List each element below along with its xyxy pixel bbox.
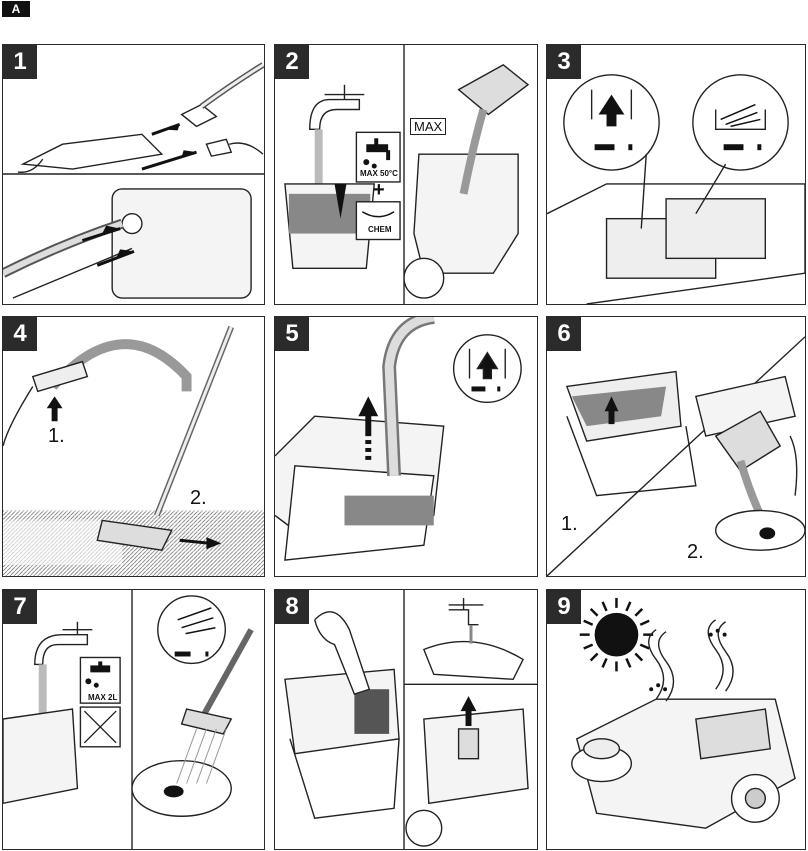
panel-4-spray-and-vacuum: 4 1. 2. <box>2 316 265 577</box>
panel-8-clean-filter: 8 <box>274 589 538 850</box>
figure-label: A <box>2 1 30 17</box>
max-volume-label: MAX 2L <box>88 693 117 702</box>
step-number: 6 <box>547 317 581 351</box>
step-2-label: 2. <box>190 487 207 510</box>
step-number: 8 <box>275 590 309 624</box>
switch-panel-illustration <box>547 45 805 304</box>
hose-connection-illustration <box>3 45 264 304</box>
panel-2-fill-water: 2 MAX 50°C <box>274 44 538 305</box>
step-number: 1 <box>3 45 37 79</box>
water-temperature-label: MAX 50°C <box>360 169 398 178</box>
panel-7-rinse: 7 MAX 2L <box>2 589 265 850</box>
step-number: 3 <box>547 45 581 79</box>
rinse-illustration <box>3 590 264 849</box>
panel-5-remove-hose: 5 <box>274 316 538 577</box>
step-1-label: 1. <box>48 425 65 448</box>
detergent-label: CHEM <box>368 225 392 234</box>
fill-tank-illustration <box>275 45 537 304</box>
step-number: 4 <box>3 317 37 351</box>
step-1-label: 1. <box>561 513 578 536</box>
panel-9-dry: 9 <box>546 589 806 850</box>
drying-illustration <box>547 590 805 849</box>
step-number: 2 <box>275 45 309 79</box>
spray-nozzle-illustration <box>3 317 264 576</box>
step-2-label: 2. <box>687 541 704 564</box>
plus-sign: + <box>373 179 385 202</box>
sun-icon <box>580 598 653 671</box>
empty-dirty-water-illustration <box>547 317 805 576</box>
panel-1-connect-hose: 1 <box>2 44 265 305</box>
filter-cleaning-illustration <box>275 590 537 849</box>
step-number: 7 <box>3 590 37 624</box>
step-number: 9 <box>547 590 581 624</box>
panel-6-empty-tank: 6 1. 2. <box>546 316 806 577</box>
step-number: 5 <box>275 317 309 351</box>
hose-removal-illustration <box>275 317 537 576</box>
max-level-mark: MAX <box>410 118 446 135</box>
panel-3-select-mode: 3 <box>546 44 806 305</box>
